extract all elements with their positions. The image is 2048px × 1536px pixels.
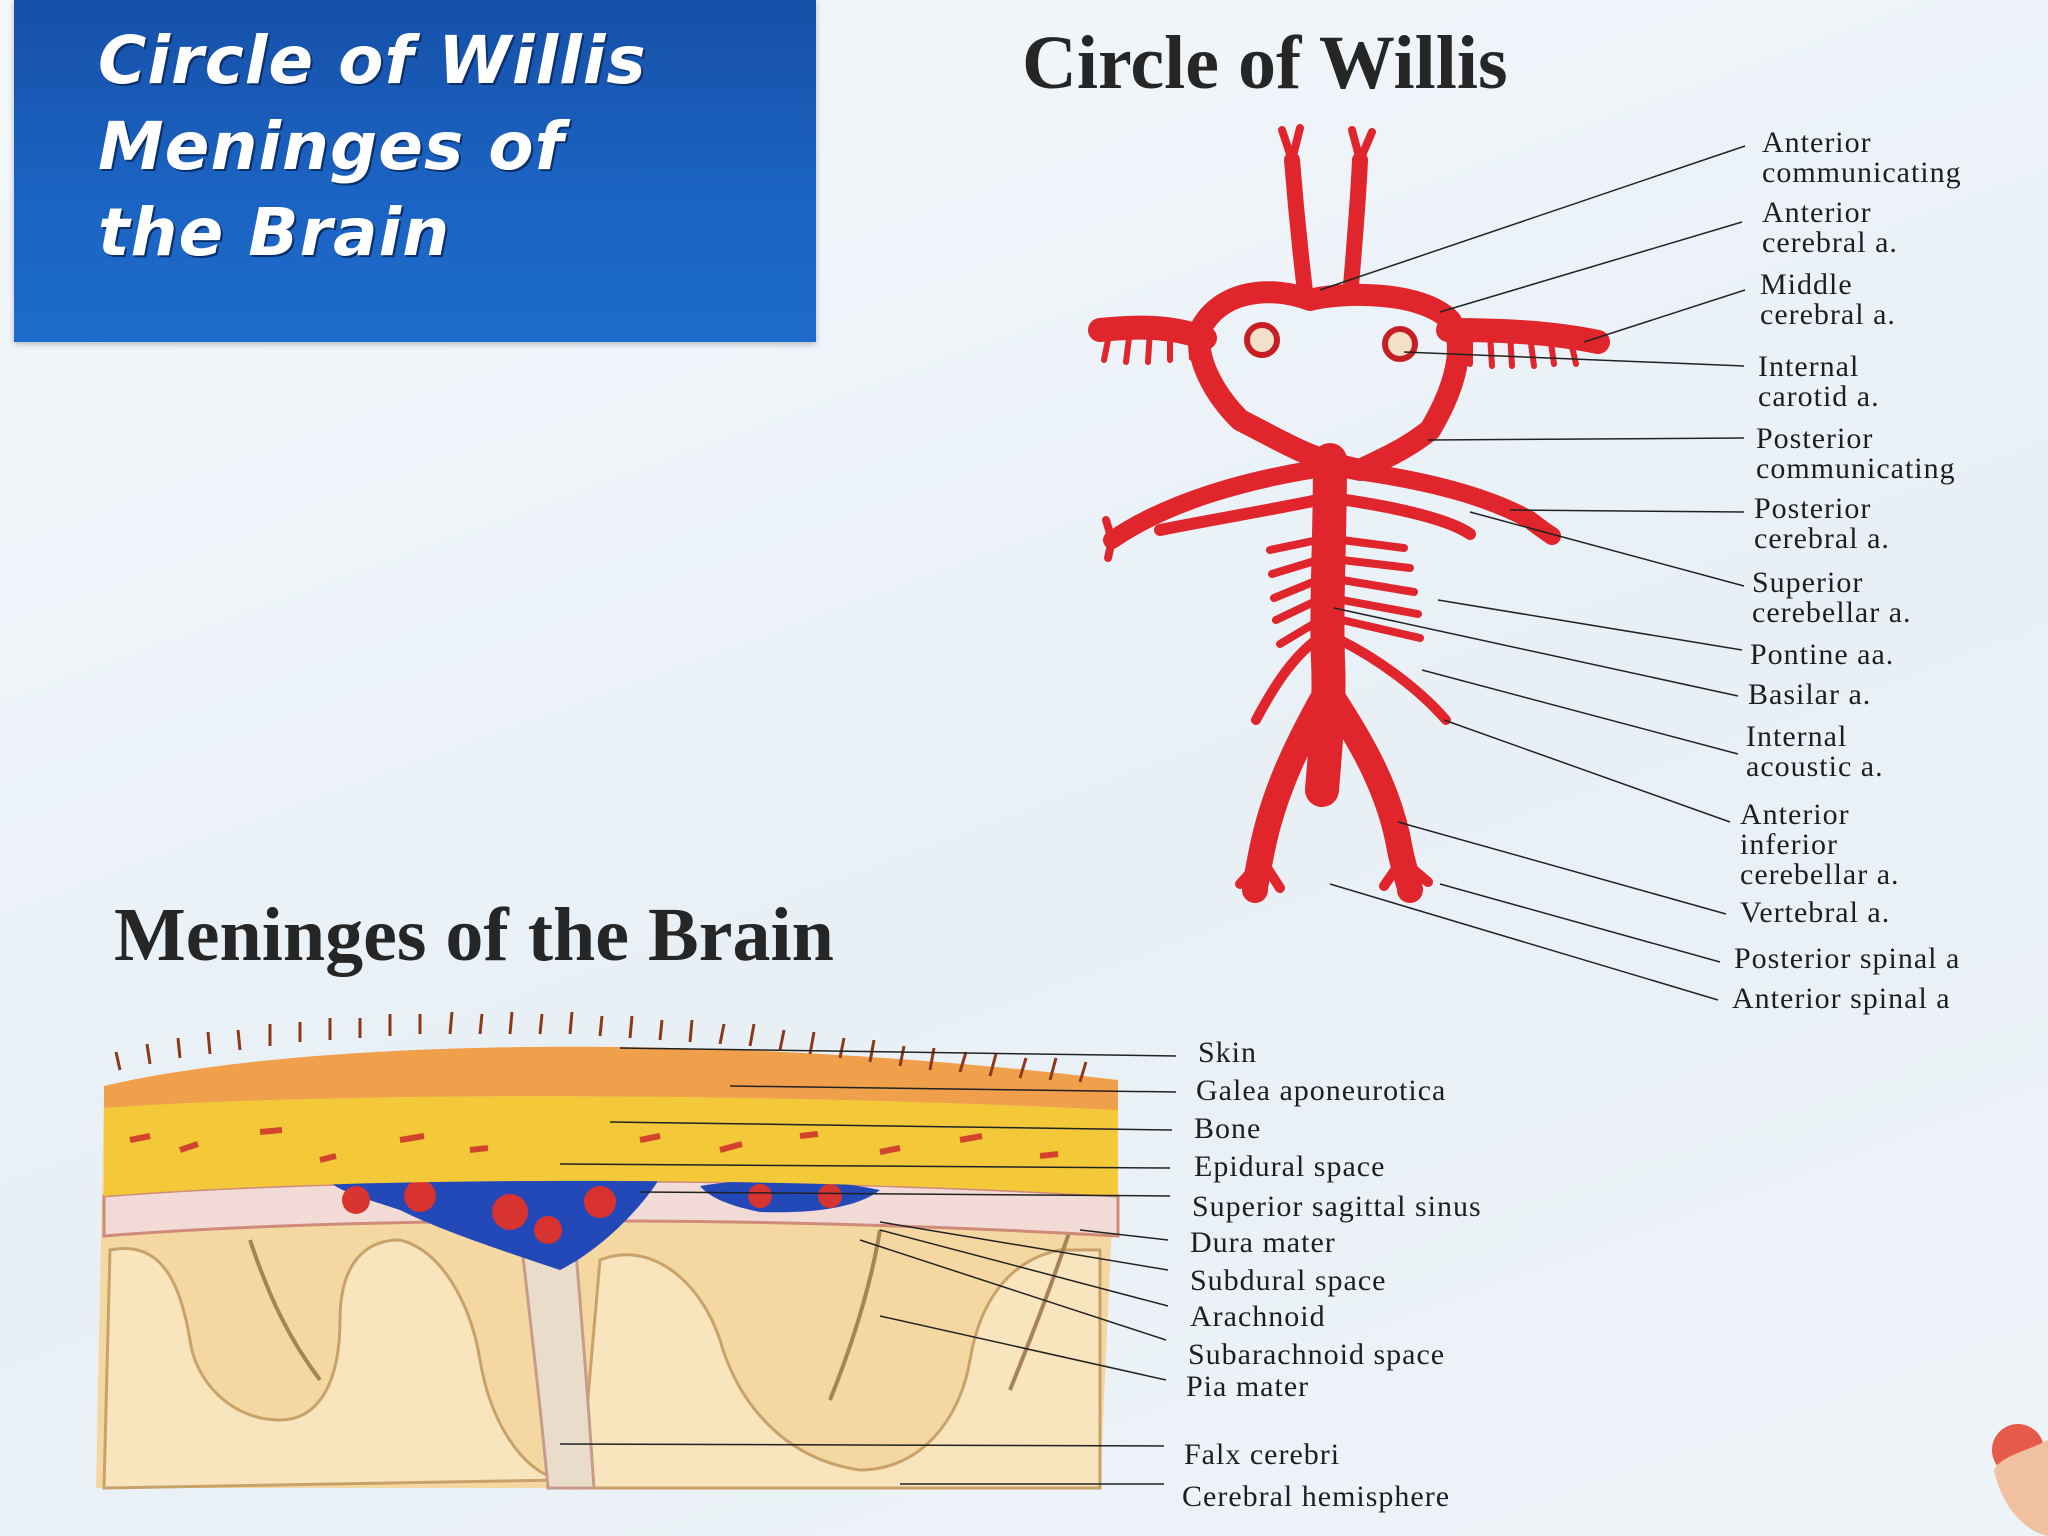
label-subarachnoid-space: Subarachnoid space [1188, 1338, 1446, 1371]
circle-of-willis-leader-lines [1319, 145, 1746, 1001]
label-anterior-cerebral-1: Anterior [1762, 196, 1872, 229]
label-superior-sagittal-sinus: Superior sagittal sinus [1192, 1190, 1482, 1223]
label-anterior-spinal: Anterior spinal a [1732, 982, 1951, 1015]
label-posterior-communicating-1: Posterior [1756, 422, 1874, 455]
label-falx-cerebri: Falx cerebri [1184, 1438, 1341, 1471]
meninges-heading: Meninges of the Brain [114, 893, 834, 977]
label-pontine: Pontine aa. [1750, 638, 1895, 671]
label-posterior-spinal: Posterior spinal a [1734, 942, 1961, 975]
title-line-3: the Brain [98, 194, 451, 271]
label-posterior-communicating-2: communicating [1756, 452, 1956, 485]
label-arachnoid: Arachnoid [1190, 1300, 1326, 1333]
label-internal-carotid-1: Internal [1758, 350, 1860, 383]
label-anterior-inferior-cerebellar-3: cerebellar a. [1740, 858, 1900, 891]
label-subdural-space: Subdural space [1190, 1264, 1387, 1297]
meninges-illustration [96, 1011, 1120, 1490]
circle-of-willis-heading: Circle of Willis [1022, 21, 1508, 105]
label-superior-cerebellar-1: Superior [1752, 566, 1864, 599]
label-vertebral: Vertebral a. [1740, 896, 1891, 929]
label-middle-cerebral-2: cerebral a. [1760, 298, 1896, 331]
label-pia-mater: Pia mater [1186, 1370, 1310, 1403]
label-anterior-cerebral-2: cerebral a. [1762, 226, 1898, 259]
label-anterior-communicating-1: Anterior [1762, 126, 1872, 159]
label-posterior-cerebral-2: cerebral a. [1754, 522, 1890, 555]
label-anterior-inferior-cerebellar-2: inferior [1740, 828, 1838, 861]
label-anterior-inferior-cerebellar-1: Anterior [1740, 798, 1850, 831]
label-cerebral-hemisphere: Cerebral hemisphere [1182, 1480, 1451, 1513]
circle-of-willis-illustration [1088, 124, 1610, 903]
corner-illustration-fragment [1992, 1424, 2048, 1536]
label-internal-acoustic-2: acoustic a. [1746, 750, 1884, 783]
label-galea-aponeurotica: Galea aponeurotica [1196, 1074, 1447, 1107]
label-basilar: Basilar a. [1748, 678, 1872, 711]
label-skin: Skin [1198, 1036, 1258, 1069]
label-posterior-cerebral-1: Posterior [1754, 492, 1872, 525]
label-internal-acoustic-1: Internal [1746, 720, 1848, 753]
label-anterior-communicating-2: communicating [1762, 156, 1962, 189]
label-middle-cerebral-1: Middle [1760, 268, 1853, 301]
title-box: Circle of Willis Meninges of the Brain [14, 0, 816, 342]
title-line-1: Circle of Willis [98, 22, 647, 99]
label-epidural-space: Epidural space [1194, 1150, 1386, 1183]
label-superior-cerebellar-2: cerebellar a. [1752, 596, 1912, 629]
label-bone: Bone [1194, 1112, 1262, 1145]
meninges-leader-lines [559, 1047, 1177, 1485]
label-internal-carotid-2: carotid a. [1758, 380, 1880, 413]
title-line-2: Meninges of [98, 108, 565, 185]
label-dura-mater: Dura mater [1190, 1226, 1336, 1259]
